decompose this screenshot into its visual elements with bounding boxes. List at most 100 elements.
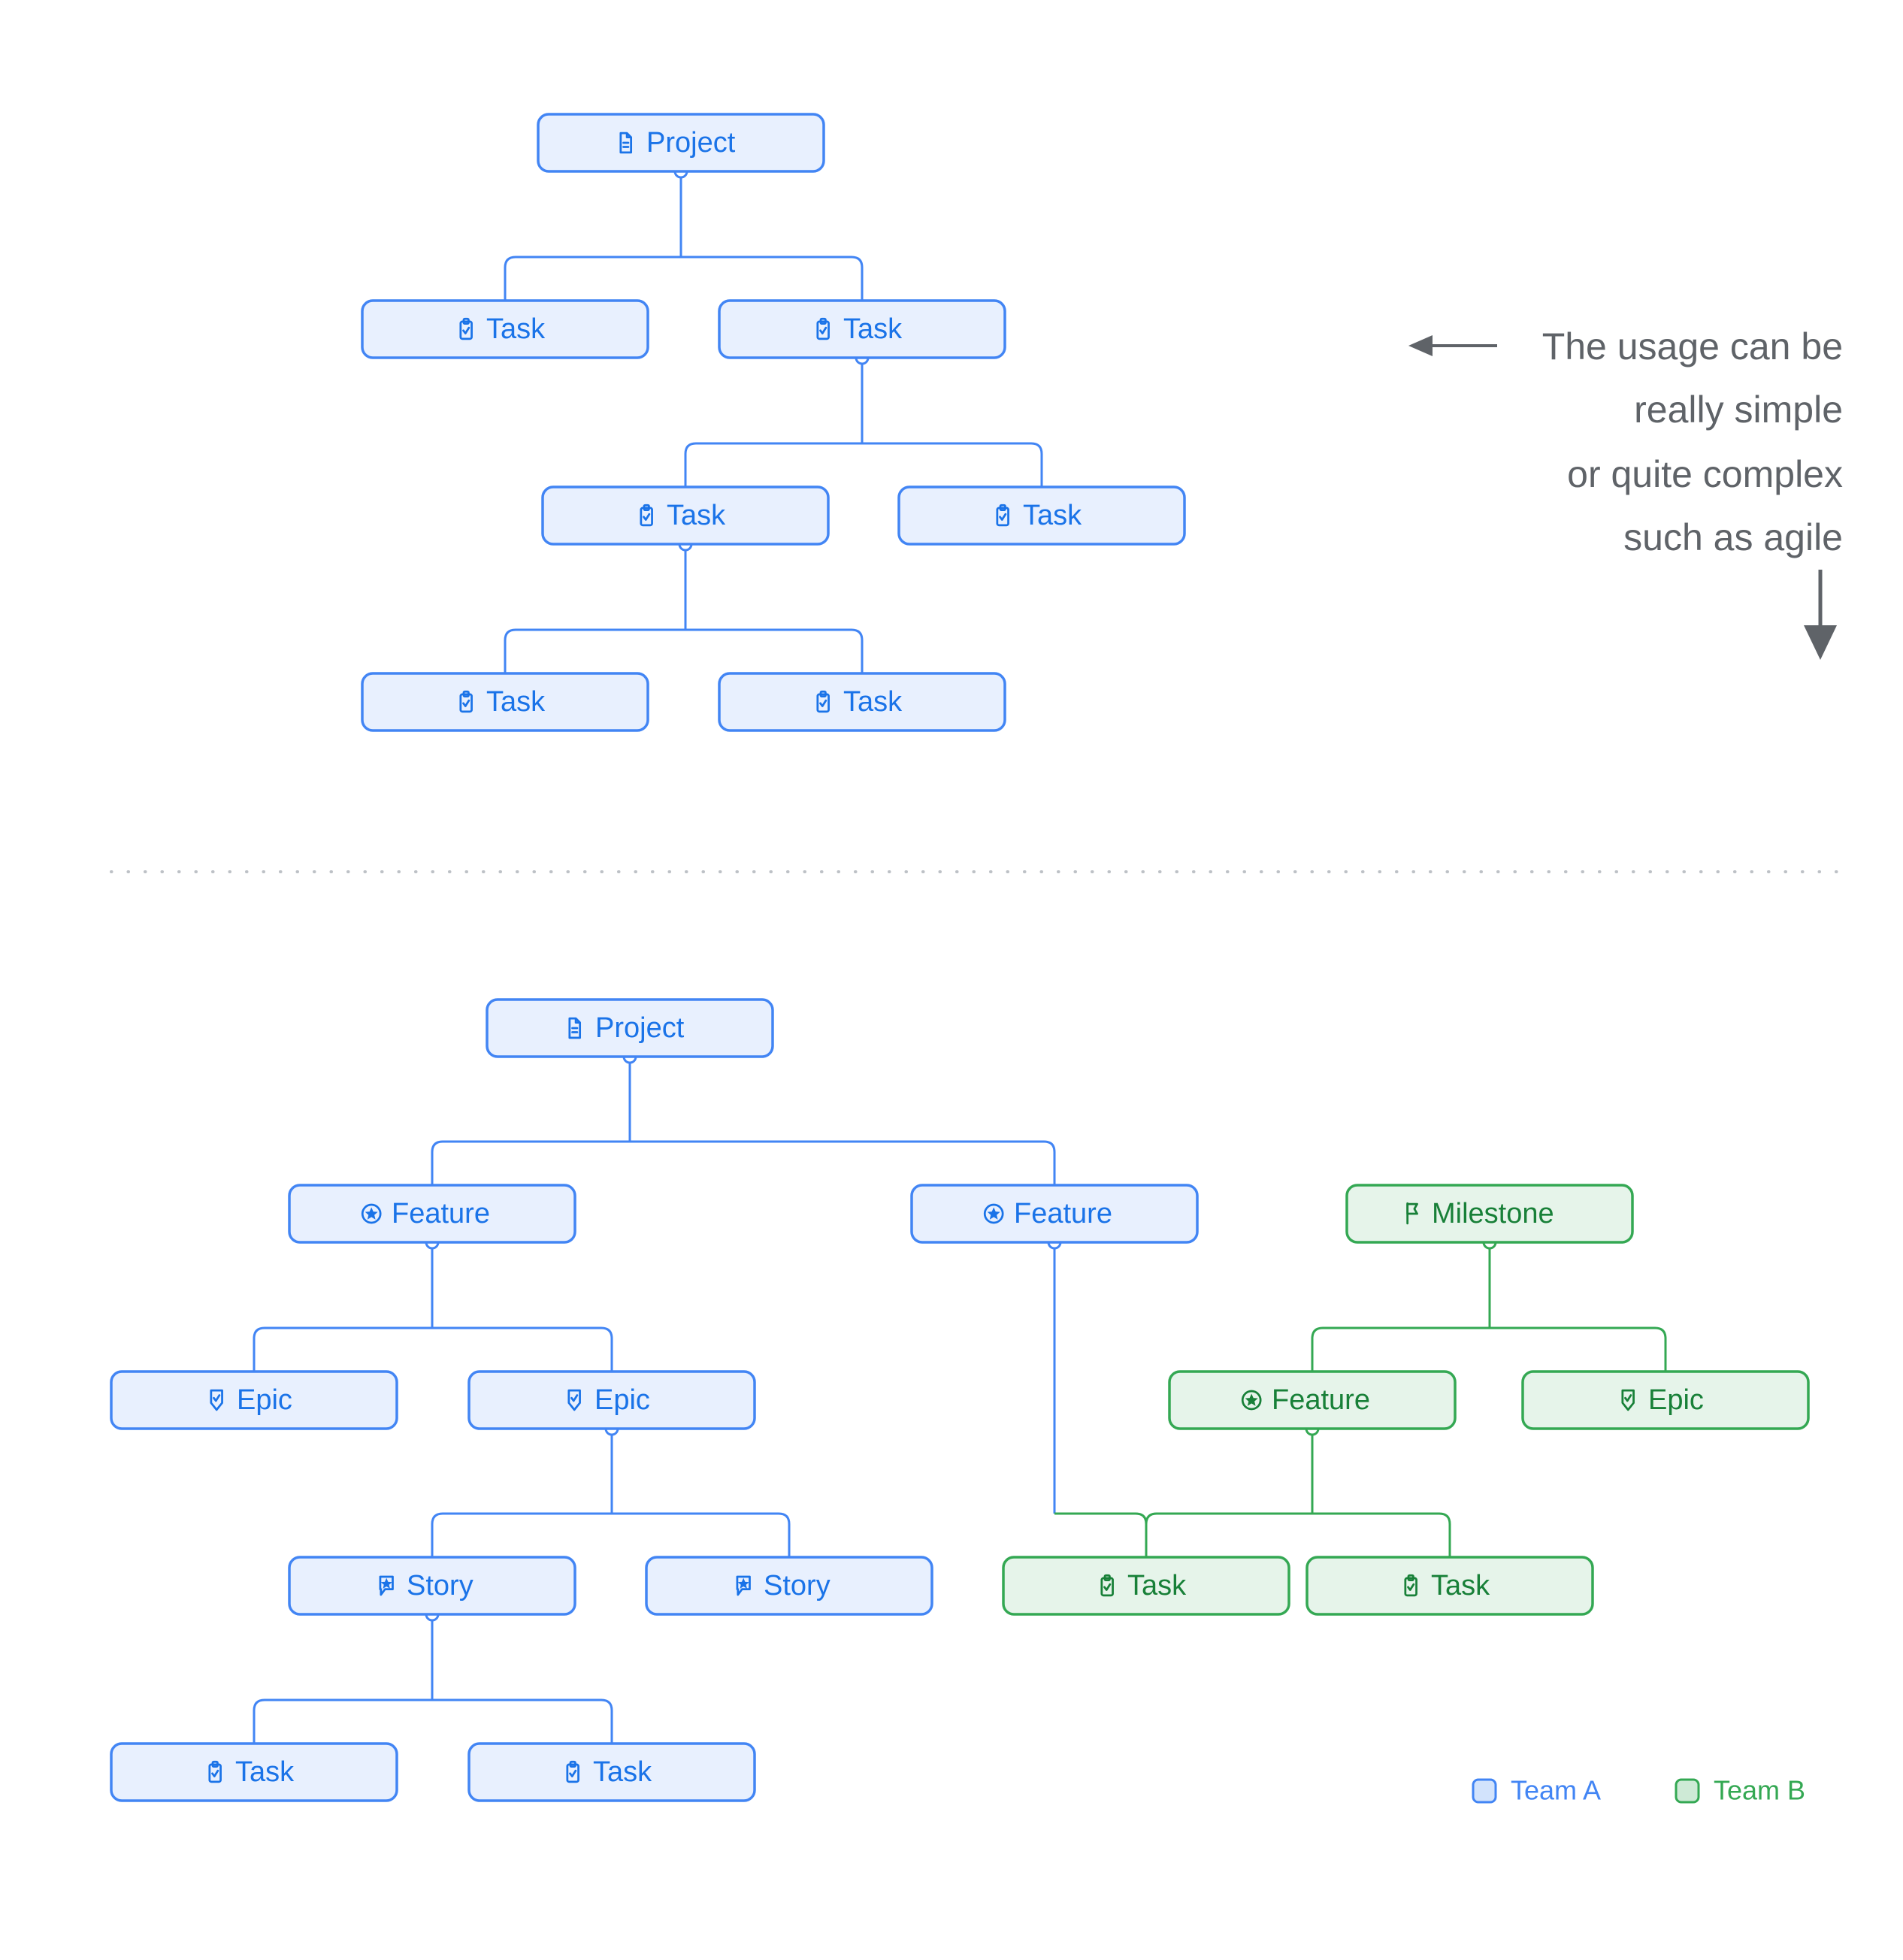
- node-label: Story: [407, 1570, 473, 1602]
- node-task[interactable]: Task: [718, 299, 1006, 359]
- node-background: [467, 1370, 756, 1430]
- legend-label: Team B: [1714, 1775, 1805, 1806]
- connector-branch: [431, 1140, 630, 1185]
- node-background: [288, 1556, 576, 1616]
- node-label: Task: [667, 500, 726, 531]
- node-label: Task: [843, 313, 903, 345]
- legend: Team A Team B: [1472, 1775, 1805, 1806]
- connector-layer: [253, 164, 1667, 1744]
- node-background: [910, 1184, 1199, 1244]
- node-background: [1168, 1370, 1457, 1430]
- arrow-down-icon: [1804, 570, 1837, 660]
- connector-branch: [253, 1698, 432, 1744]
- connector: [431, 1049, 1056, 1185]
- node-project[interactable]: Project: [486, 998, 774, 1058]
- connector-branch: [684, 442, 862, 487]
- node-feature[interactable]: Feature: [288, 1184, 576, 1244]
- annotation-line-1: The usage can be: [1542, 325, 1843, 368]
- node-label: Task: [486, 686, 546, 718]
- node-background: [718, 299, 1006, 359]
- node-task[interactable]: Task: [110, 1742, 398, 1802]
- connector-branch: [612, 1512, 791, 1557]
- node-milestone[interactable]: Milestone: [1345, 1184, 1634, 1244]
- node-task[interactable]: Task: [541, 485, 830, 546]
- connector-branch: [1311, 1326, 1490, 1372]
- connector-branch: [1312, 1512, 1451, 1557]
- node-label: Task: [486, 313, 546, 345]
- connector: [1311, 1235, 1667, 1372]
- connector: [1145, 1421, 1451, 1557]
- legend-label: Team A: [1511, 1775, 1601, 1806]
- node-background: [467, 1742, 756, 1802]
- node-label: Task: [235, 1756, 295, 1788]
- connector: [253, 1235, 613, 1372]
- node-task[interactable]: Task: [1305, 1556, 1594, 1616]
- node-task[interactable]: Task: [718, 672, 1006, 732]
- connector-branch: [431, 1512, 612, 1557]
- connector-branch: [862, 442, 1043, 487]
- node-label: Task: [843, 686, 903, 718]
- legend-item-team-b[interactable]: Team B: [1675, 1775, 1805, 1806]
- node-task[interactable]: Task: [1002, 1556, 1290, 1616]
- arrow-left-icon: [1408, 335, 1497, 356]
- connector-branch: [253, 1326, 432, 1372]
- node-background: [486, 998, 774, 1058]
- node-background: [537, 113, 825, 173]
- node-background: [288, 1184, 576, 1244]
- connector: [431, 1421, 791, 1557]
- node-task[interactable]: Task: [361, 672, 649, 732]
- legend-swatch: [1675, 1778, 1700, 1804]
- connector-branch: [1145, 1512, 1312, 1557]
- node-background: [361, 672, 649, 732]
- connector-branch: [504, 256, 681, 301]
- node-label: Epic: [594, 1384, 650, 1416]
- node-label: Epic: [1648, 1384, 1704, 1416]
- node-background: [897, 485, 1186, 546]
- node-label: Project: [595, 1012, 685, 1044]
- connector: [1047, 1235, 1148, 1557]
- legend-item-team-a[interactable]: Team A: [1472, 1775, 1601, 1806]
- node-label: Feature: [1272, 1384, 1370, 1416]
- connector-branch: [504, 628, 685, 673]
- connector: [684, 350, 1043, 487]
- node-story[interactable]: Story: [645, 1556, 933, 1616]
- connector-branch: [432, 1326, 613, 1372]
- node-label: Project: [646, 127, 736, 159]
- connector: [504, 537, 864, 673]
- node-label: Feature: [392, 1198, 490, 1230]
- node-label: Epic: [237, 1384, 292, 1416]
- annotation-line-3: or quite complex: [1567, 453, 1843, 495]
- connector-branch: [1054, 1512, 1148, 1557]
- node-label: Task: [1023, 500, 1082, 531]
- node-background: [361, 299, 649, 359]
- node-label: Milestone: [1432, 1198, 1554, 1230]
- annotation-group: The usage can be really simple or quite …: [1408, 325, 1843, 660]
- node-background: [645, 1556, 933, 1616]
- connector: [504, 164, 864, 301]
- node-story[interactable]: Story: [288, 1556, 576, 1616]
- node-task[interactable]: Task: [897, 485, 1186, 546]
- node-label: Feature: [1014, 1198, 1112, 1230]
- connector-branch: [681, 256, 864, 301]
- node-feature[interactable]: Feature: [910, 1184, 1199, 1244]
- node-background: [1305, 1556, 1594, 1616]
- node-feature[interactable]: Feature: [1168, 1370, 1457, 1430]
- connector-branch: [630, 1140, 1056, 1185]
- node-label: Task: [1127, 1570, 1187, 1602]
- node-task[interactable]: Task: [467, 1742, 756, 1802]
- connector-branch: [1490, 1326, 1667, 1372]
- node-epic[interactable]: Epic: [1521, 1370, 1810, 1430]
- node-label: Task: [1431, 1570, 1490, 1602]
- node-background: [1002, 1556, 1290, 1616]
- node-epic[interactable]: Epic: [110, 1370, 398, 1430]
- node-background: [1521, 1370, 1810, 1430]
- annotation-line-2: really simple: [1634, 389, 1843, 431]
- node-task[interactable]: Task: [361, 299, 649, 359]
- node-label: Story: [764, 1570, 830, 1602]
- legend-swatch: [1472, 1778, 1497, 1804]
- node-project[interactable]: Project: [537, 113, 825, 173]
- annotation-line-4: such as agile: [1623, 516, 1843, 558]
- node-background: [718, 672, 1006, 732]
- node-background: [110, 1742, 398, 1802]
- node-epic[interactable]: Epic: [467, 1370, 756, 1430]
